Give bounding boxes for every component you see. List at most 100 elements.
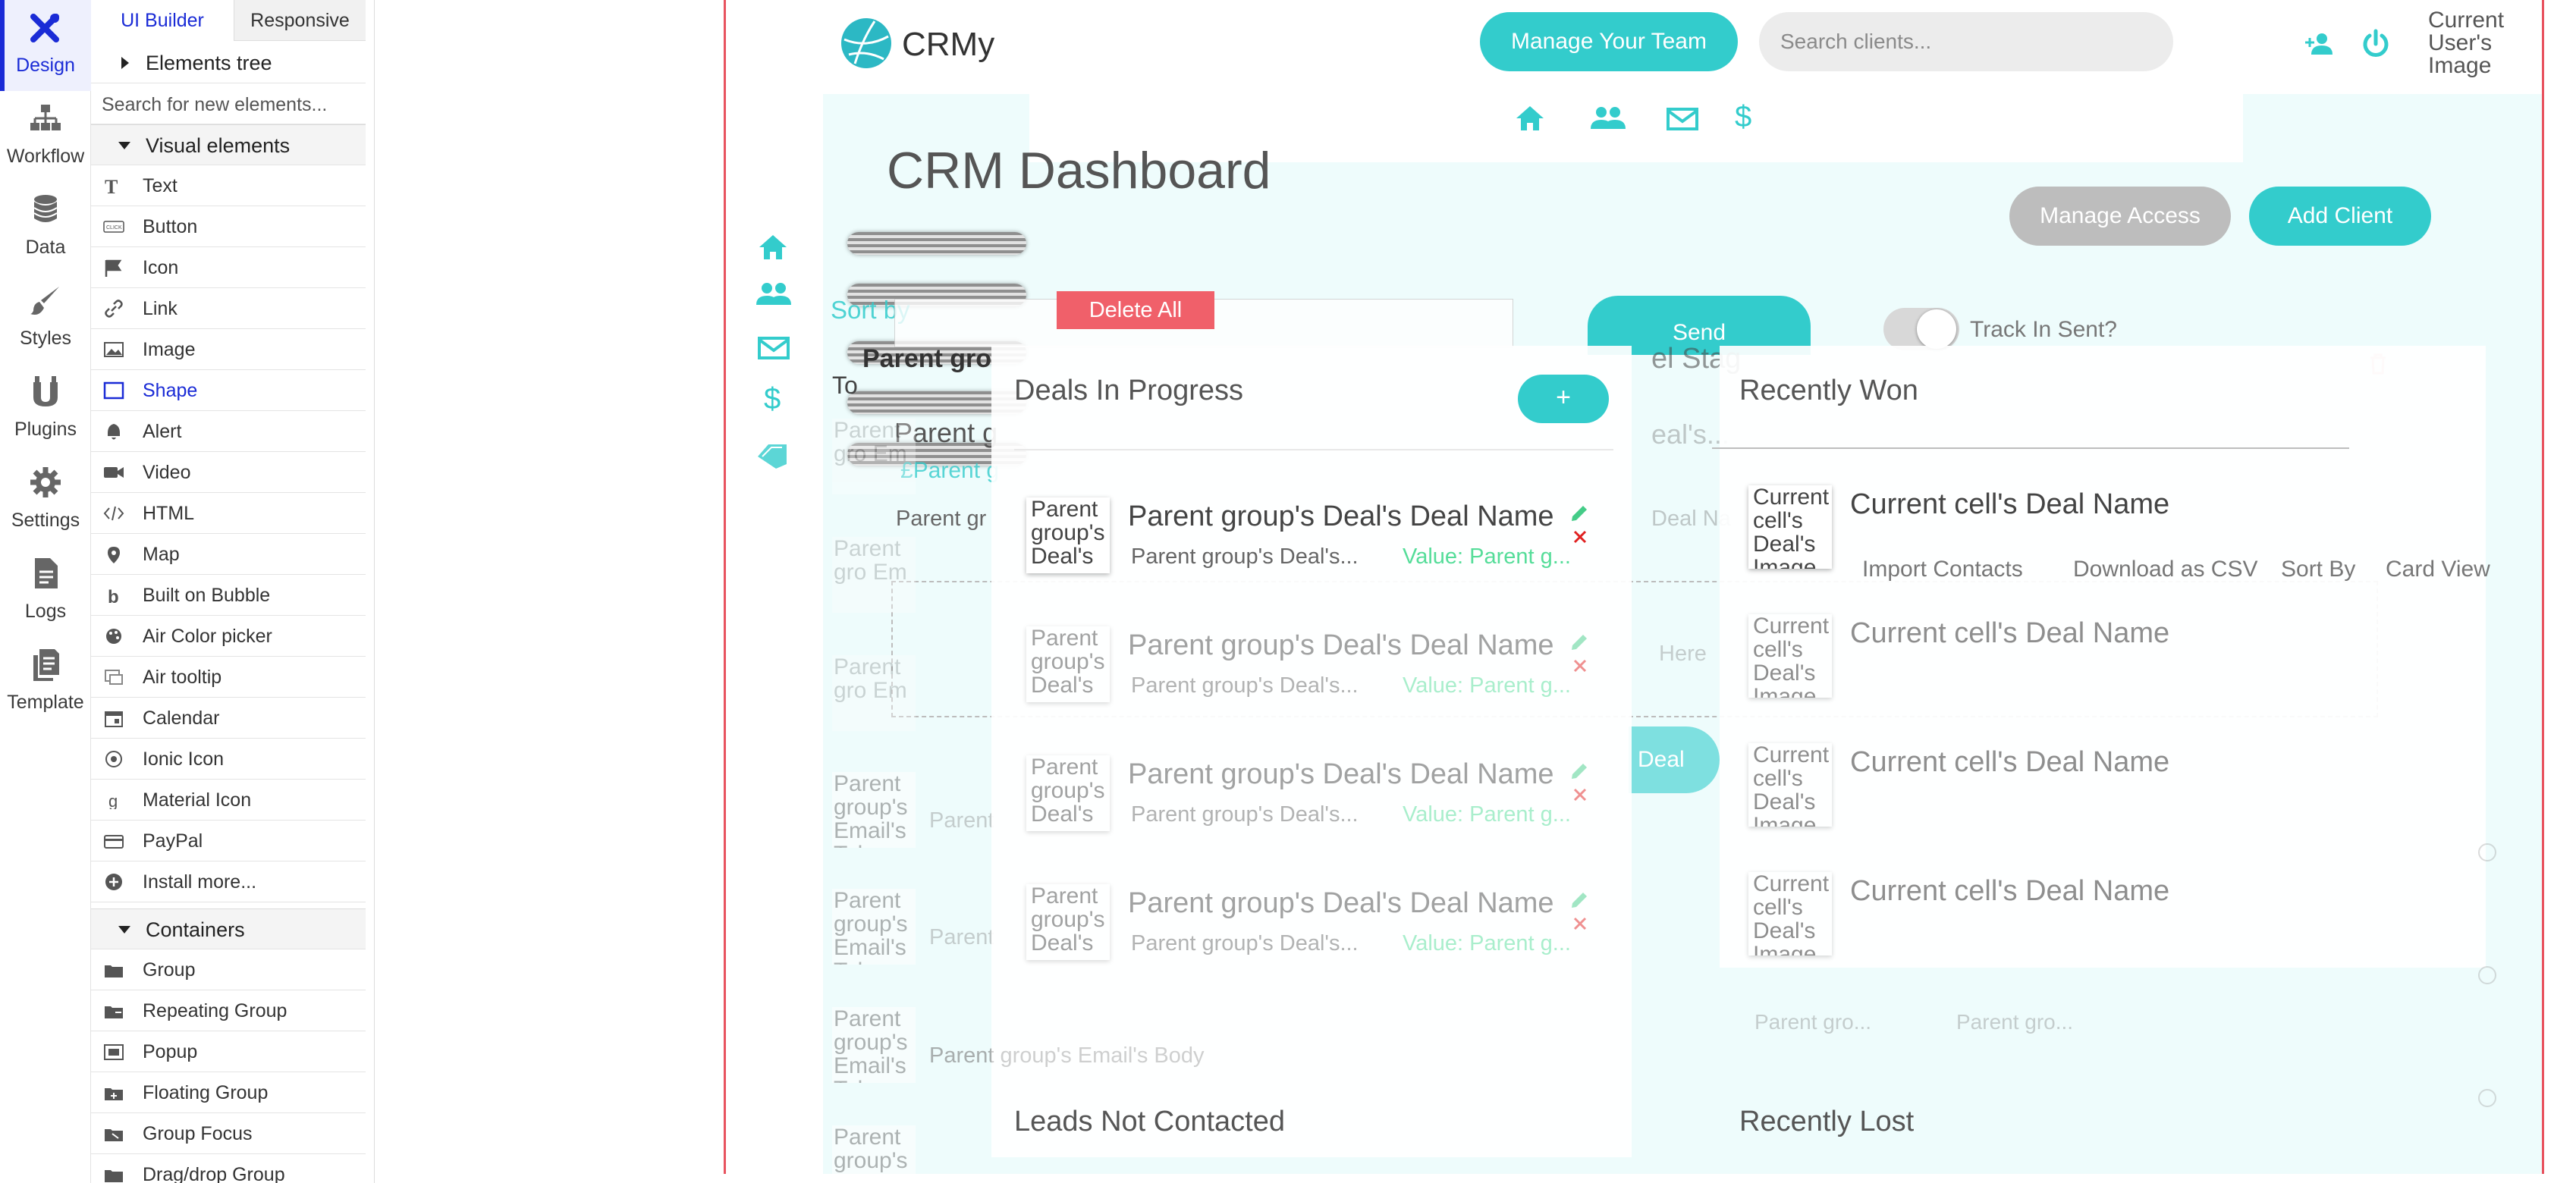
delete-all-button[interactable]: Delete All <box>1057 291 1214 329</box>
rail-item-styles[interactable]: Styles <box>0 273 91 364</box>
section-visual-elements[interactable]: Visual elements <box>91 124 366 165</box>
people-icon[interactable] <box>1591 106 1626 130</box>
track-sent-toggle[interactable] <box>1883 308 1959 350</box>
palette-item-install-more[interactable]: Install more... <box>91 861 366 902</box>
deal-subtitle: Parent group's Deal's... <box>1131 673 1359 698</box>
rail-item-design[interactable]: Design <box>0 0 91 91</box>
tab-ui-builder[interactable]: UI Builder <box>91 0 234 41</box>
delete-x-icon[interactable] <box>1572 529 1588 544</box>
dollar-icon[interactable]: $ <box>764 382 781 416</box>
rail-item-workflow[interactable]: Workflow <box>0 91 91 182</box>
edit-pencil-icon[interactable] <box>1569 504 1589 523</box>
deal-subtitle: Parent group's Deal's... <box>1131 802 1359 827</box>
email-thumb: Parent group's Email's Tal <box>832 1125 916 1174</box>
deal-title: Parent group's Deal's Deal Name <box>1128 758 1554 790</box>
track-in-sent-label: Track In Sent? <box>1970 317 2117 342</box>
add-user-icon[interactable] <box>2304 32 2334 56</box>
palette-item-air-color-picker[interactable]: Air Color picker <box>91 616 366 657</box>
delete-x-icon[interactable] <box>1572 787 1588 802</box>
repeating-group-icon <box>105 1006 123 1018</box>
mail-icon[interactable] <box>1667 108 1698 130</box>
rail-label: Design <box>16 55 75 76</box>
home-icon[interactable] <box>1515 105 1545 132</box>
svg-text:b: b <box>108 587 119 604</box>
leads-not-contacted-title: Leads Not Contacted <box>1014 1106 1286 1138</box>
rail-item-template[interactable]: Template <box>0 637 91 728</box>
edit-pencil-icon[interactable] <box>1569 632 1589 652</box>
parent-link-text[interactable]: £Parent g <box>900 458 1000 483</box>
palette-item-drag-drop-group[interactable]: Drag/drop Group <box>91 1154 366 1183</box>
power-icon[interactable] <box>2361 29 2390 59</box>
palette-item-repeating-group[interactable]: Repeating Group <box>91 990 366 1031</box>
palette-item-shape[interactable]: Shape <box>91 370 366 411</box>
map-icon <box>108 547 120 563</box>
palette-item-alert[interactable]: Alert <box>91 411 366 452</box>
section-containers[interactable]: Containers <box>91 908 366 949</box>
palette-item-group[interactable]: Group <box>91 949 366 990</box>
download-csv-link[interactable]: Download as CSV <box>2073 557 2258 582</box>
delete-x-icon[interactable] <box>1572 658 1588 673</box>
palette-item-link[interactable]: Link <box>91 288 366 329</box>
divider <box>1014 449 1613 450</box>
palette-item-map[interactable]: Map <box>91 534 366 575</box>
palette-item-label: Drag/drop Group <box>143 1164 285 1183</box>
tag-icon[interactable] <box>756 443 790 470</box>
palette-item-label: Repeating Group <box>143 1000 287 1021</box>
add-deal-plus-button[interactable]: + <box>1518 375 1609 423</box>
palette-item-floating-group[interactable]: Floating Group <box>91 1072 366 1113</box>
mail-icon[interactable] <box>758 337 790 359</box>
rail-item-plugins[interactable]: Plugins <box>0 364 91 455</box>
manage-access-button[interactable]: Manage Access <box>2009 187 2231 246</box>
palette-item-video[interactable]: Video <box>91 452 366 493</box>
search-elements-input[interactable] <box>102 83 360 124</box>
palette-item-air-tooltip[interactable]: Air tooltip <box>91 657 366 698</box>
rail-item-settings[interactable]: Settings <box>0 455 91 546</box>
palette-item-label: Install more... <box>143 871 257 893</box>
card-view-link[interactable]: Card View <box>2386 557 2490 582</box>
palette-item-popup[interactable]: Popup <box>91 1031 366 1072</box>
palette-item-group-focus[interactable]: Group Focus <box>91 1113 366 1154</box>
palette-item-ionic-icon[interactable]: Ionic Icon <box>91 739 366 780</box>
email-parent-ghost: Parent <box>929 808 994 833</box>
import-contacts-link[interactable]: Import Contacts <box>1862 557 2023 582</box>
elements-tree-toggle[interactable]: Elements tree <box>91 42 366 83</box>
delete-x-icon[interactable] <box>1572 916 1588 931</box>
built-on-bubble-icon: b <box>108 587 119 604</box>
palette-item-html[interactable]: HTML <box>91 493 366 534</box>
palette-item-icon[interactable]: Icon <box>91 247 366 288</box>
palette-item-label: Text <box>143 175 177 196</box>
sort-by-link[interactable]: Sort By <box>2281 557 2356 582</box>
parent-gr-text: Parent gr <box>896 507 987 531</box>
send-button[interactable]: Send <box>1588 296 1811 355</box>
palette-item-paypal[interactable]: PayPal <box>91 821 366 861</box>
page-title: CRM Dashboard <box>887 142 1271 199</box>
search-clients-input[interactable]: Search clients... <box>1759 12 2173 71</box>
dollar-icon[interactable]: $ <box>1735 100 1752 133</box>
palette-item-image[interactable]: Image <box>91 329 366 370</box>
edit-pencil-icon[interactable] <box>1569 761 1589 781</box>
edit-pencil-icon[interactable] <box>1569 890 1589 910</box>
won-deal-title: Current cell's Deal Name <box>1850 875 2170 907</box>
people-icon[interactable] <box>756 282 791 306</box>
home-icon[interactable] <box>758 234 788 261</box>
deals-in-progress-panel <box>991 346 1632 1157</box>
rail-item-data[interactable]: Data <box>0 182 91 273</box>
manage-team-button[interactable]: Manage Your Team <box>1480 12 1738 71</box>
palette-item-calendar[interactable]: Calendar <box>91 698 366 739</box>
add-deal-button[interactable]: Deal <box>1629 726 1720 793</box>
deal-ghost-text: eal's... <box>1651 419 1729 450</box>
tab-responsive[interactable]: Responsive <box>234 0 366 41</box>
add-client-button[interactable]: Add Client <box>2249 187 2431 246</box>
shape-icon <box>103 381 124 400</box>
group-focus-icon <box>105 1129 123 1141</box>
deal-title: Parent group's Deal's Deal Name <box>1128 629 1554 661</box>
parent-ghost-text: Parent gro... <box>1755 1010 1872 1034</box>
rail-item-logs[interactable]: Logs <box>0 546 91 637</box>
recently-won-title: Recently Won <box>1739 375 1918 406</box>
recently-lost-title: Recently Lost <box>1739 1106 1915 1138</box>
brush-icon <box>30 287 59 315</box>
